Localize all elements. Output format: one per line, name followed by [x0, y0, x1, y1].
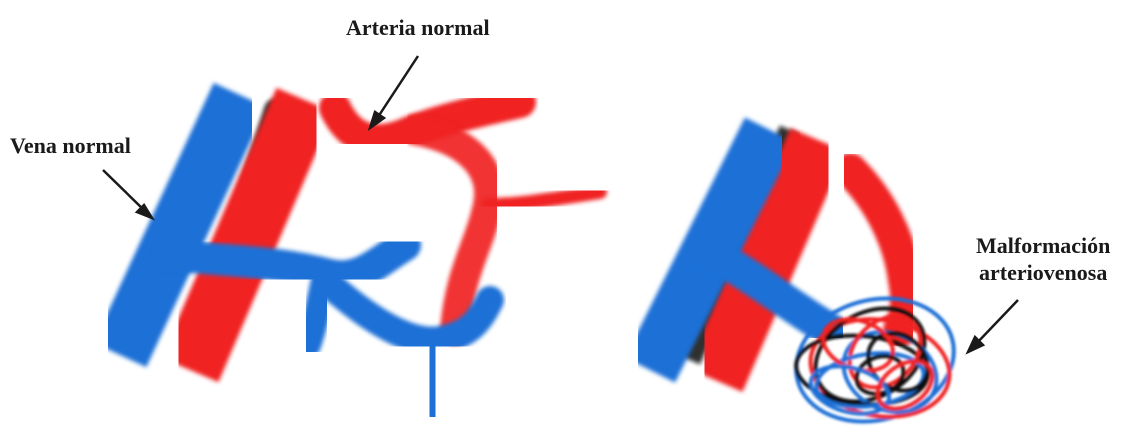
avm-artery-feeder [850, 170, 907, 330]
label-normal-artery: Arteria normal [346, 14, 490, 41]
label-avm-line2: arteriovenosa [976, 259, 1110, 286]
avm-panel [650, 130, 1018, 439]
label-avm-line1: Malformación [976, 232, 1110, 259]
artery-branch-right [488, 192, 600, 205]
label-avm: Malformación arteriovenosa [976, 232, 1110, 286]
vein-branch-tip [430, 340, 435, 410]
arrow-vein [103, 170, 152, 218]
normal-vessels-panel [103, 56, 600, 410]
label-normal-vein: Vena normal [10, 132, 131, 159]
arrow-avm [968, 300, 1018, 352]
vein-branch-horizontal [170, 245, 405, 276]
